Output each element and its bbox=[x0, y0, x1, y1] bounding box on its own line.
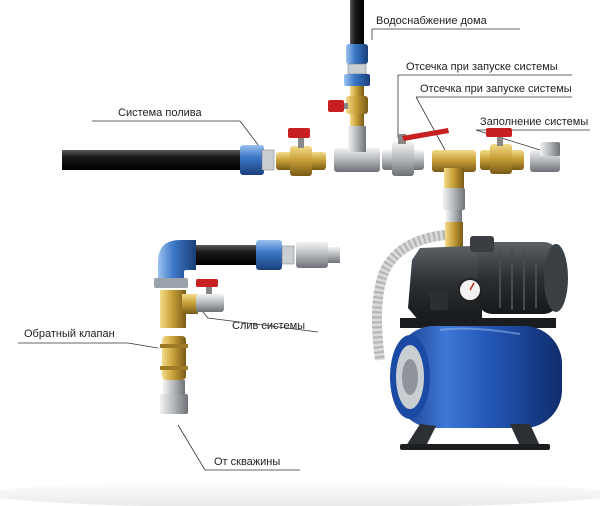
label-shutoff-2: Отсечка при запуске системы bbox=[420, 83, 572, 95]
pump-tee-fitting bbox=[432, 150, 476, 188]
house-shutoff-valve bbox=[328, 86, 368, 126]
label-shutoff-1: Отсечка при запуске системы bbox=[406, 61, 558, 73]
pump-unit bbox=[408, 222, 568, 322]
pressure-tank bbox=[390, 318, 562, 428]
shutoff-valve-1 bbox=[382, 128, 449, 176]
well-inlet-fitting bbox=[160, 380, 188, 414]
label-from-well: От скважины bbox=[214, 456, 281, 468]
suction-elbow bbox=[154, 240, 196, 288]
label-drain: Слив системы bbox=[232, 320, 306, 332]
pump-outlet-adapter bbox=[443, 188, 465, 224]
check-valve-body bbox=[160, 336, 188, 380]
shutoff-valve-2 bbox=[480, 128, 524, 174]
tank-stand bbox=[400, 424, 550, 450]
irrigation-valve bbox=[276, 128, 326, 176]
leader-lines bbox=[18, 28, 590, 471]
flexible-hose bbox=[371, 230, 446, 361]
label-filling: Заполнение системы bbox=[480, 116, 589, 128]
floor-shadow bbox=[0, 480, 600, 506]
main-tee-fitting bbox=[334, 126, 380, 172]
label-house-water: Водоснабжение дома bbox=[376, 15, 487, 27]
suction-pipe bbox=[186, 240, 340, 270]
label-irrigation: Система полива bbox=[118, 107, 202, 119]
label-check-valve: Обратный клапан bbox=[24, 328, 115, 340]
house-supply-pipe bbox=[344, 0, 370, 86]
filling-elbow-fitting bbox=[530, 142, 560, 172]
drain-valve bbox=[196, 279, 224, 312]
irrigation-pipe bbox=[62, 145, 275, 175]
drain-tee bbox=[160, 290, 198, 328]
